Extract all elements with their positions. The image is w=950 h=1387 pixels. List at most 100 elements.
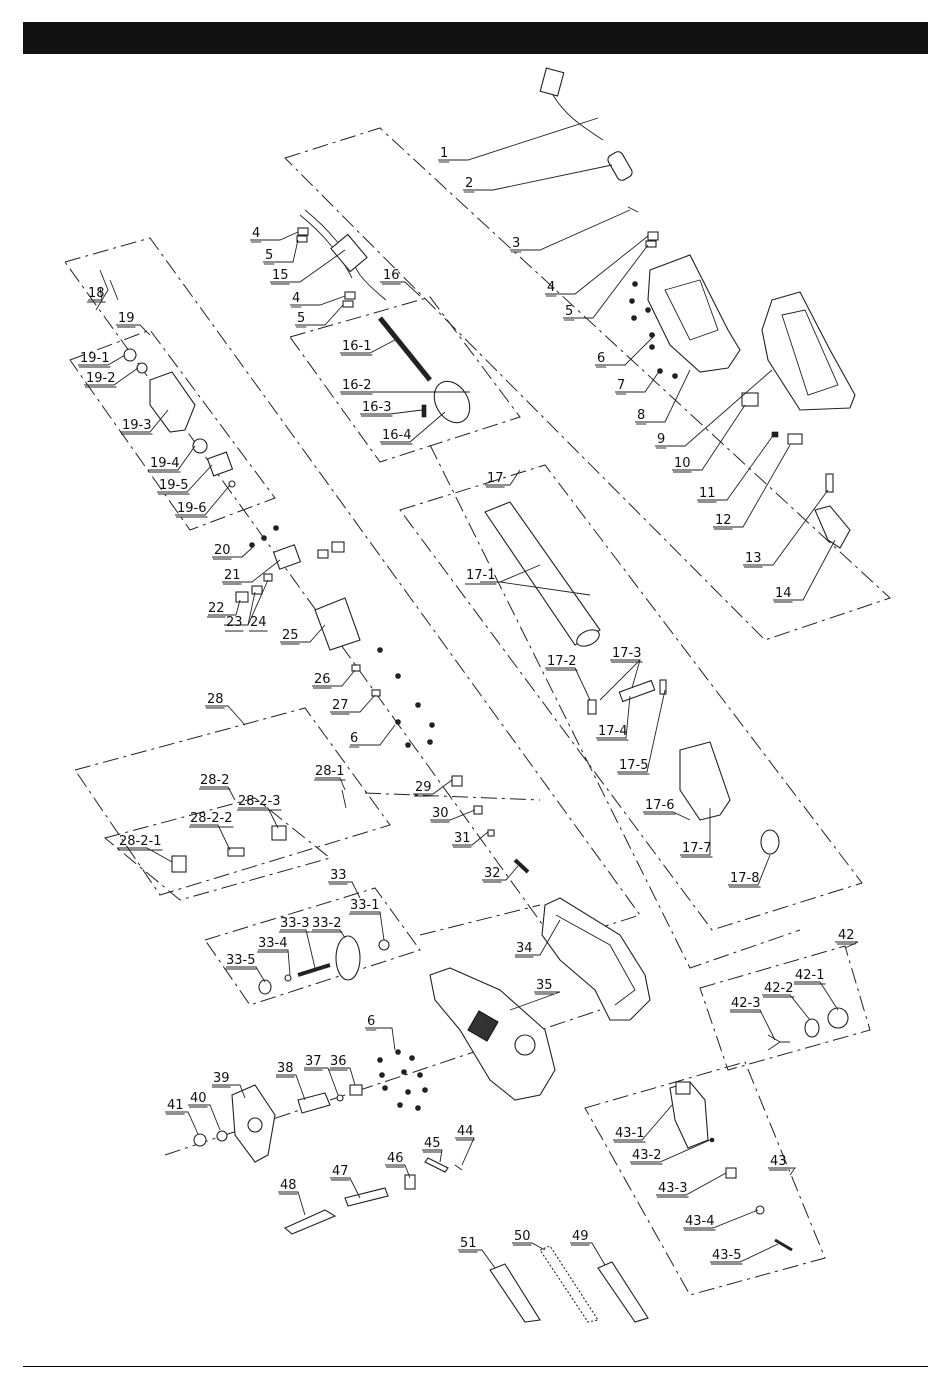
- part-disc-33-2: [335, 935, 361, 981]
- part-armature-19-3: [149, 371, 196, 433]
- label-5: 5: [265, 248, 273, 263]
- label-42-3: 42-3: [731, 996, 761, 1011]
- label-3: 3: [512, 236, 520, 251]
- label-46: 46: [387, 1151, 404, 1166]
- label-19-6: 19-6: [177, 501, 207, 516]
- part-43-3: [725, 1167, 737, 1179]
- part-32: [513, 858, 530, 874]
- part-terminal-4b: [297, 227, 309, 236]
- part-17-2: [587, 699, 597, 715]
- label-32: 32: [484, 866, 501, 881]
- part-28-2-2: [227, 847, 245, 857]
- label-21: 21: [224, 568, 241, 583]
- label-47: 47: [332, 1164, 349, 1179]
- part-housing-35: [429, 967, 556, 1101]
- label-39: 39: [213, 1071, 230, 1086]
- part-cover-9-detail: [781, 309, 839, 396]
- label-22: 22: [208, 601, 225, 616]
- label-43-1: 43-1: [615, 1126, 645, 1141]
- label-33-4: 33-4: [258, 936, 288, 951]
- label-17-3: 17-3: [612, 646, 642, 661]
- label-42-2: 42-2: [764, 981, 794, 996]
- label-42-1: 42-1: [795, 968, 825, 983]
- label-1: 1: [440, 146, 448, 161]
- part-housing-35-grille: [467, 1010, 499, 1042]
- part-spring-13: [825, 473, 834, 493]
- part-cover-39-hub: [247, 1117, 263, 1133]
- part-44: [454, 1164, 463, 1171]
- part-43-5: [774, 1238, 793, 1252]
- label-35: 35: [536, 978, 553, 993]
- screws-6-lower: [377, 1049, 428, 1111]
- label-19-1: 19-1: [80, 351, 110, 366]
- part-trigger-14: [814, 505, 851, 549]
- header-bar: [23, 22, 928, 54]
- parts: [95, 67, 856, 1323]
- part-cover-9: [761, 291, 856, 411]
- outline-28-2: [103, 797, 332, 901]
- label-16: 16: [383, 268, 400, 283]
- label-12: 12: [715, 513, 732, 528]
- part-43-4: [755, 1205, 765, 1215]
- part-45: [424, 1157, 449, 1173]
- label-25: 25: [282, 628, 299, 643]
- part-31: [487, 829, 495, 837]
- label-34: 34: [516, 941, 533, 956]
- part-motor-17-7: [679, 741, 731, 821]
- label-17-7: 17-7: [682, 841, 712, 856]
- part-guide-51: [489, 1263, 541, 1323]
- part-42-1: [827, 1007, 849, 1029]
- part-47: [344, 1187, 389, 1207]
- part-cable: [552, 94, 604, 141]
- label-4: 4: [252, 226, 260, 241]
- label-17-5: 17-5: [619, 758, 649, 773]
- label-underlines: [79, 161, 856, 1265]
- outline-43: [584, 1061, 826, 1296]
- label-43: 43: [770, 1154, 787, 1169]
- label-4: 4: [292, 291, 300, 306]
- part-harness: [304, 209, 387, 301]
- axis-line-33-34: [419, 904, 541, 936]
- label-26: 26: [314, 672, 331, 687]
- part-bracket-19-5: [206, 451, 234, 477]
- part-17-4: [618, 679, 656, 703]
- part-harness-sleeve: [330, 233, 368, 273]
- part-29: [451, 775, 463, 787]
- part-46: [404, 1174, 416, 1190]
- part-shaft-33-3: [297, 963, 331, 977]
- label-43-5: 43-5: [712, 1248, 742, 1263]
- label-19-5: 19-5: [159, 478, 189, 493]
- part-switch-10: [741, 392, 759, 407]
- part-latch-12: [787, 433, 803, 445]
- label-9: 9: [657, 432, 665, 447]
- part-33-4: [284, 974, 292, 982]
- label-10: 10: [674, 456, 691, 471]
- outline-17: [399, 464, 863, 931]
- label-28-2-2: 28-2-2: [190, 811, 232, 826]
- label-48: 48: [280, 1178, 297, 1193]
- label-41: 41: [167, 1098, 184, 1113]
- outline-28: [74, 707, 391, 896]
- outline-motor-left: [64, 237, 641, 943]
- label-45: 45: [424, 1136, 441, 1151]
- part-screw-11: [771, 431, 779, 438]
- part-terminal-4: [647, 231, 659, 241]
- label-38: 38: [277, 1061, 294, 1076]
- part-bearing-19-4: [192, 438, 208, 454]
- part-shaft-16-1: [378, 316, 432, 382]
- axis-line-28-34: [364, 792, 541, 801]
- part-pin: [627, 206, 639, 213]
- label-6: 6: [350, 731, 358, 746]
- part-28-1: [341, 789, 347, 809]
- label-17-1: 17-1: [466, 568, 496, 583]
- part-37: [336, 1094, 344, 1102]
- label-28: 28: [207, 692, 224, 707]
- label-43-2: 43-2: [632, 1148, 662, 1163]
- label-28-2: 28-2: [200, 773, 230, 788]
- outline-33: [204, 887, 421, 1006]
- part-lever-48: [283, 1209, 337, 1235]
- label-19-2: 19-2: [86, 371, 116, 386]
- label-27: 27: [332, 698, 349, 713]
- part-terminal-5c: [342, 300, 354, 308]
- part-28-2-1: [171, 855, 187, 873]
